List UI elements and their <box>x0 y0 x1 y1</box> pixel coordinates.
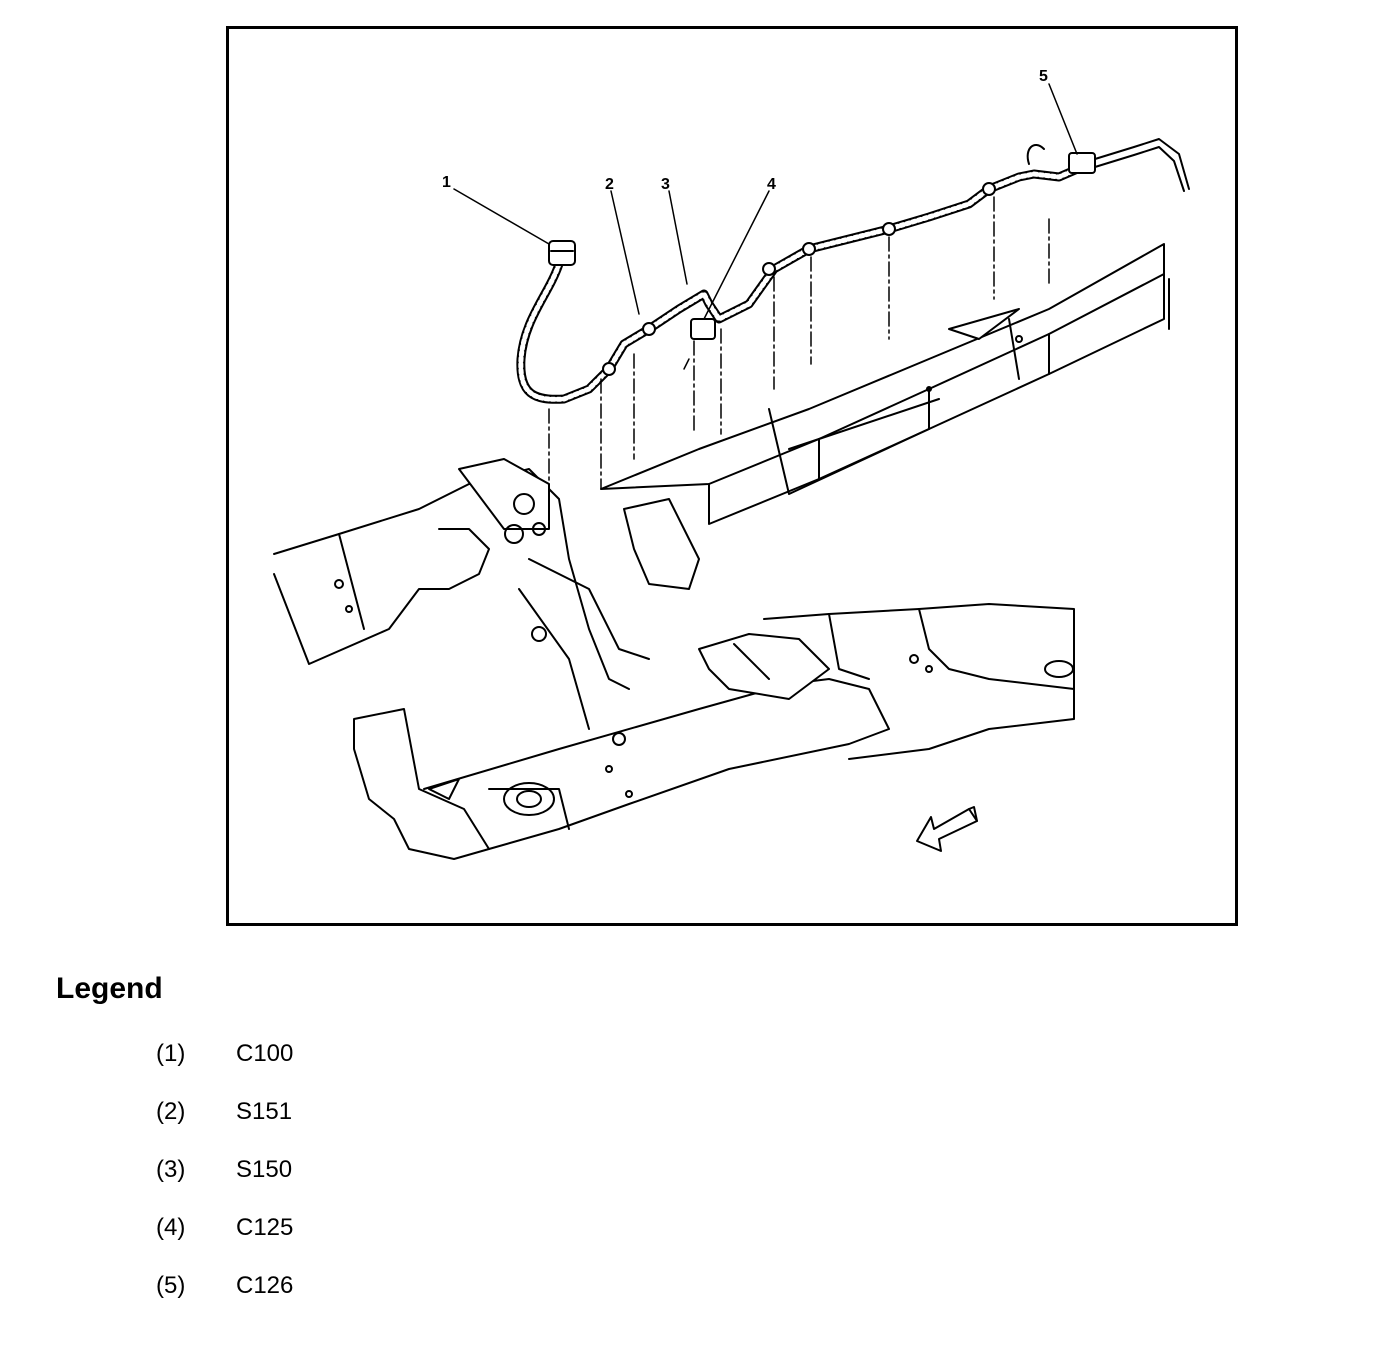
callout-3: 3 <box>661 176 670 193</box>
legend-list: (1) C100 (2) S151 (3) S150 (4) C125 (5) … <box>156 1040 293 1330</box>
legend-item: (1) C100 <box>156 1040 293 1098</box>
legend-item-number: (1) <box>156 1040 186 1067</box>
legend-item-code: C100 <box>236 1040 294 1067</box>
legend-item: (3) S150 <box>156 1156 293 1214</box>
frame-rail-right <box>763 603 1075 760</box>
legend-item: (4) C125 <box>156 1214 293 1272</box>
legend-item-code: S151 <box>236 1098 293 1125</box>
legend-item-code: C126 <box>236 1272 294 1299</box>
callout-5: 5 <box>1039 68 1048 85</box>
legend-item: (5) C126 <box>156 1272 293 1330</box>
diagram-frame: 1 2 3 4 5 <box>226 26 1238 926</box>
direction-arrow-icon <box>916 806 978 852</box>
legend-item-number: (2) <box>156 1098 186 1125</box>
connector-c125 <box>690 318 716 340</box>
connector-c126 <box>1068 152 1096 174</box>
callout-leaders <box>453 83 1078 320</box>
legend-item-code: S150 <box>236 1156 293 1183</box>
legend-title: Legend <box>56 972 163 1005</box>
callout-4: 4 <box>767 176 776 193</box>
callout-2: 2 <box>605 176 614 193</box>
callout-1: 1 <box>442 174 451 191</box>
frame-crossmember <box>273 458 700 730</box>
legend-item-number: (4) <box>156 1214 186 1241</box>
legend-item-number: (5) <box>156 1272 186 1299</box>
frame-front-lower <box>353 633 890 860</box>
routing-lines <box>548 196 1050 500</box>
harness-frame-diagram: 1 2 3 4 5 <box>273 68 1190 860</box>
legend-item: (2) S151 <box>156 1098 293 1156</box>
legend-item-code: C125 <box>236 1214 294 1241</box>
wiring-harness <box>516 138 1190 404</box>
frame-rail-upper <box>600 243 1170 525</box>
connector-c100 <box>548 240 576 266</box>
legend-item-number: (3) <box>156 1156 186 1183</box>
